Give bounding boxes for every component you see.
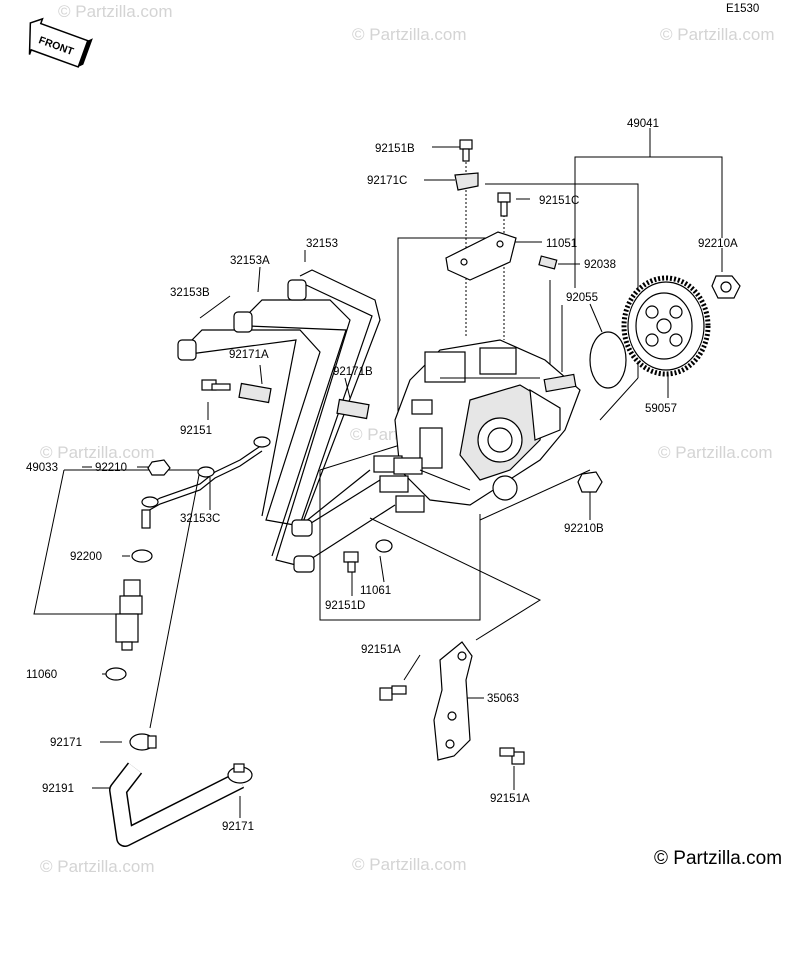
washer-92200	[131, 549, 153, 563]
bracket-35063	[433, 641, 473, 761]
label-92210: 92210	[95, 462, 127, 474]
bolt-92151B	[459, 139, 473, 162]
label-92171-b: 92171	[222, 821, 254, 833]
part-labels: 49041 92151B 92171C 92151C 11051 92210A …	[26, 118, 738, 833]
watermark-text: © Partzilla.com	[352, 855, 467, 874]
label-49041: 49041	[627, 118, 659, 130]
nut-92210	[147, 459, 171, 476]
label-11061: 11061	[360, 585, 391, 597]
label-11060: 11060	[26, 669, 57, 681]
label-32153B: 32153B	[170, 287, 210, 299]
bolt-92151C	[497, 192, 511, 217]
injection-pump-49041	[373, 339, 581, 513]
label-32153A: 32153A	[230, 255, 270, 267]
label-92151C: 92151C	[539, 195, 579, 207]
label-92171C: 92171C	[367, 175, 407, 187]
label-92171A: 92171A	[229, 349, 269, 361]
watermark-text: © Partzilla.com	[658, 443, 773, 462]
watermark-text: © Partzilla.com	[40, 857, 155, 876]
nut-92210B	[577, 471, 603, 493]
front-arrow: FRONT	[28, 17, 93, 68]
label-32153C: 32153C	[180, 513, 220, 525]
label-92151: 92151	[180, 425, 212, 437]
clamp-92171-b	[227, 763, 253, 784]
label-92200: 92200	[70, 551, 102, 563]
bracket-11051	[445, 231, 517, 281]
diagram-code: E1530	[726, 3, 759, 15]
o-ring-92055	[589, 331, 627, 389]
injection-pipes	[177, 269, 396, 573]
label-92151A-top: 92151A	[361, 644, 401, 656]
label-92191: 92191	[42, 783, 74, 795]
watermark-layer: © Partzilla.com © Partzilla.com © Partzi…	[40, 2, 775, 876]
leader-lines	[33, 128, 723, 818]
nozzle-49033	[115, 579, 143, 651]
key-92038	[538, 255, 558, 270]
label-92151B: 92151B	[375, 143, 415, 155]
bolt-92151D	[343, 551, 359, 573]
washer-11060	[105, 667, 127, 681]
label-11051: 11051	[546, 238, 577, 250]
return-pipe-32153C	[141, 436, 271, 529]
label-92151D: 92151D	[325, 600, 365, 612]
clamp-92171C	[454, 172, 479, 191]
label-59057: 59057	[645, 403, 677, 415]
watermark-text: © Partzilla.com	[352, 25, 467, 44]
label-92055: 92055	[566, 292, 598, 304]
label-92171B: 92171B	[333, 366, 373, 378]
label-32153: 32153	[306, 238, 338, 250]
label-35063: 35063	[487, 693, 519, 705]
clamp-92171A	[238, 382, 272, 404]
bolt-92151	[201, 379, 231, 391]
washer-11061	[375, 539, 393, 553]
gear-59057	[621, 275, 711, 377]
label-92210A: 92210A	[698, 238, 738, 250]
clamp-92171B	[336, 398, 370, 420]
bolt-92151A-bottom	[499, 747, 525, 765]
clamp-92171-a	[129, 733, 157, 751]
label-92171-a: 92171	[50, 737, 82, 749]
label-92151A-bottom: 92151A	[490, 793, 530, 805]
watermark-text: © Partzilla.com	[660, 25, 775, 44]
label-92210B: 92210B	[564, 523, 604, 535]
label-49033: 49033	[26, 462, 58, 474]
copyright: © Partzilla.com	[654, 848, 782, 869]
watermark-text: © Partzilla.com	[58, 2, 173, 21]
label-92038: 92038	[584, 259, 616, 271]
nut-92210A	[711, 275, 741, 299]
watermark-text: © Partzilla.com	[40, 443, 155, 462]
bolt-92151A-top	[379, 685, 407, 701]
